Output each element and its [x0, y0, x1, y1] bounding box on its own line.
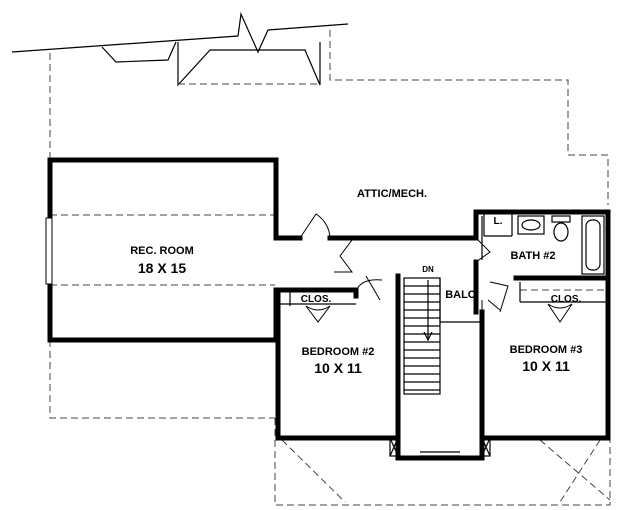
closet-left-label: CLOS.	[301, 294, 332, 305]
toilet-tank-icon	[551, 215, 571, 223]
bath2-label: BATH #2	[510, 250, 555, 262]
post-right	[481, 437, 491, 457]
corridor-walls	[273, 235, 479, 299]
bedroom2-size: 10 X 11	[314, 360, 362, 376]
balcony-walls	[389, 273, 491, 461]
rec-room-size: 18 X 15	[138, 260, 186, 276]
rec-room-window	[45, 217, 53, 285]
bath-fixtures	[517, 215, 605, 275]
toilet-bowl-icon	[553, 222, 569, 242]
stair-dn-label: DN	[422, 265, 434, 274]
porch-roof-outline	[274, 418, 611, 506]
stair-arrow	[423, 280, 433, 342]
stair-outline	[403, 277, 441, 395]
linen-label: L.	[494, 216, 503, 227]
bedroom3-size: 10 X 11	[522, 358, 570, 374]
closet-right-label: CLOS.	[551, 294, 582, 305]
door-swings	[299, 213, 573, 323]
bathtub-icon	[581, 215, 605, 275]
rec-room-label: REC. ROOM	[130, 245, 194, 257]
stair-treads	[403, 277, 441, 395]
roof-eave-line	[11, 11, 349, 87]
bath-walls	[473, 209, 611, 315]
bedroom3-label: BEDROOM #3	[510, 344, 583, 356]
balcony-label: BALC.	[445, 289, 479, 301]
sink-icon	[517, 215, 545, 235]
attic-label: ATTIC/MECH.	[357, 188, 427, 200]
bedroom2-label: BEDROOM #2	[302, 346, 375, 358]
post-left	[389, 437, 399, 457]
